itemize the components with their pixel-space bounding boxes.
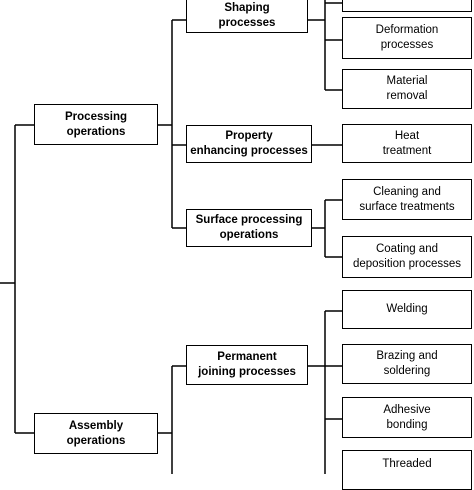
welding-node: Welding (342, 290, 472, 329)
material-removal-label: Material removal (386, 75, 428, 102)
deformation-processes-node: Deformation processes (342, 17, 472, 59)
permanent-joining-node: Permanent joining processes (186, 345, 308, 385)
assembly-operations-node: Assembly operations (34, 413, 158, 454)
property-enhancing-node: Property enhancing processes (186, 125, 312, 163)
coating-label: Coating and deposition processes (352, 243, 462, 270)
threaded-node: Threaded (342, 450, 472, 490)
permanent-joining-label: Permanent joining processes (198, 351, 296, 378)
heat-treatment-node: Heat treatment (342, 124, 472, 163)
brazing-label: Brazing and soldering (376, 350, 438, 377)
brazing-node: Brazing and soldering (342, 344, 472, 384)
connector-lines (0, 0, 342, 474)
cleaning-label: Cleaning and surface treatments (359, 185, 455, 213)
material-removal-node: Material removal (342, 69, 472, 109)
processing-operations-label: Processing operations (65, 110, 127, 138)
adhesive-bonding-node: Adhesive bonding (342, 397, 472, 438)
surface-processing-label: Surface processing operations (195, 214, 303, 241)
heat-treatment-label: Heat treatment (382, 129, 432, 157)
top-cut-node (342, 0, 472, 12)
assembly-operations-label: Assembly operations (66, 419, 126, 447)
welding-label: Welding (386, 303, 428, 315)
surface-processing-node: Surface processing operations (186, 209, 312, 247)
deformation-processes-label: Deformation processes (375, 24, 439, 51)
adhesive-bonding-label: Adhesive bonding (383, 403, 431, 431)
threaded-label: Threaded (382, 458, 432, 470)
coating-node: Coating and deposition processes (342, 236, 472, 278)
cleaning-node: Cleaning and surface treatments (342, 179, 472, 220)
shaping-processes-label: Shaping processes (218, 1, 276, 29)
property-enhancing-label: Property enhancing processes (190, 130, 308, 157)
processing-operations-node: Processing operations (34, 104, 158, 145)
shaping-processes-node: Shaping processes (186, 0, 308, 33)
